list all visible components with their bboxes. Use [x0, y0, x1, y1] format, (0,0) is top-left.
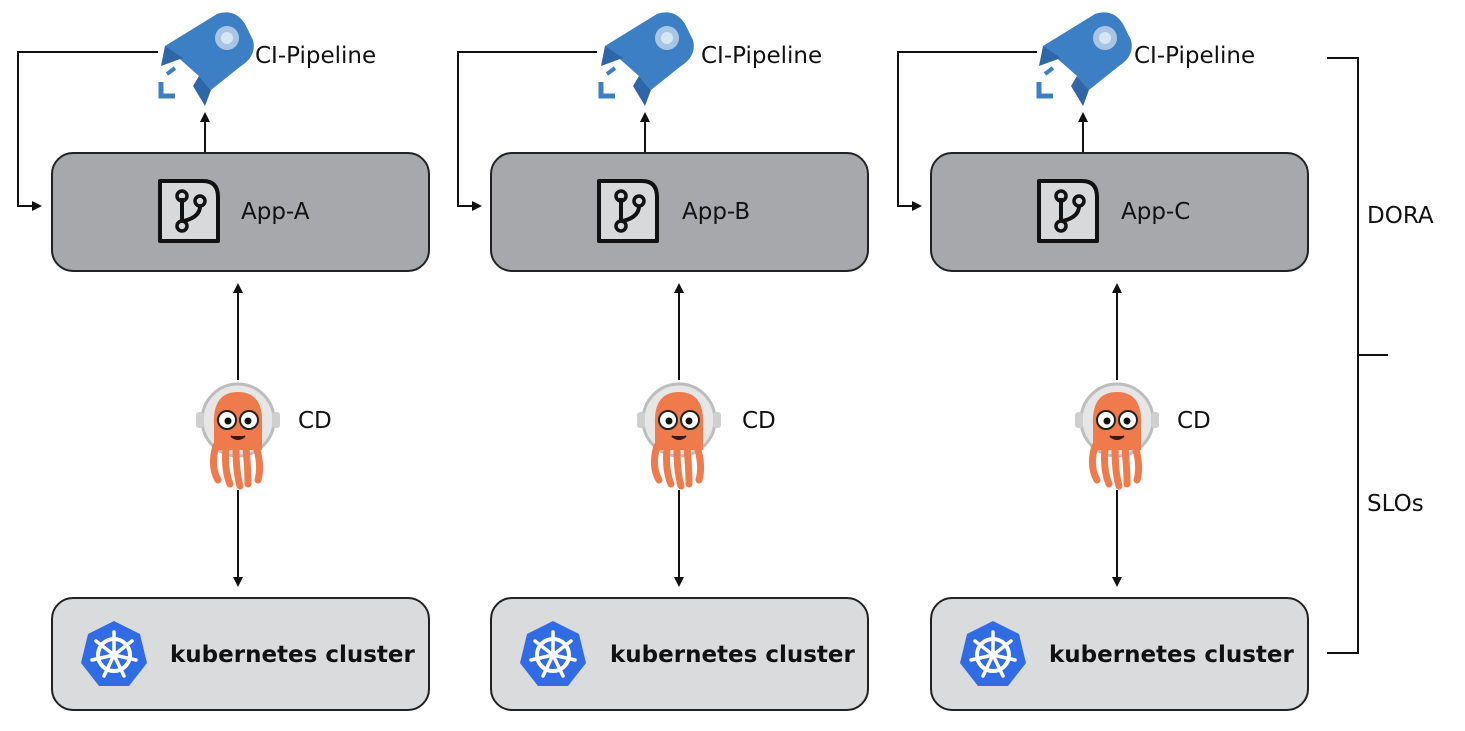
app-label-a: App-A — [241, 199, 310, 225]
kubernetes-helm-icon — [958, 619, 1028, 688]
rocket-icon — [601, 12, 694, 106]
argo-octopus-icon — [637, 384, 721, 486]
app-label-b: App-B — [682, 199, 751, 225]
app-label-c: App-C — [1121, 199, 1191, 225]
dora-slo-bracket — [1327, 57, 1388, 654]
git-branch-icon — [1037, 179, 1099, 243]
connectors-b — [457, 51, 684, 587]
ci-pipeline-label-b: CI-Pipeline — [701, 43, 823, 69]
argo-octopus-icon — [1075, 384, 1159, 486]
dora-label: DORA — [1367, 203, 1434, 229]
ci-pipeline-label-a: CI-Pipeline — [255, 43, 377, 69]
cd-label-a: CD — [298, 408, 332, 434]
cluster-label-b: kubernetes cluster — [610, 642, 855, 668]
ci-pipeline-label-c: CI-Pipeline — [1134, 43, 1256, 69]
argo-octopus-icon — [196, 384, 280, 486]
kubernetes-helm-icon — [79, 619, 149, 688]
connectors-c — [897, 51, 1122, 587]
cluster-box-c — [930, 597, 1309, 711]
app-box-c — [930, 152, 1309, 272]
cluster-label-c: kubernetes cluster — [1049, 642, 1294, 668]
app-box-b — [490, 152, 869, 272]
kubernetes-helm-icon — [518, 619, 588, 688]
rocket-icon — [1039, 12, 1132, 106]
connectors-a — [17, 51, 243, 587]
cd-label-c: CD — [1177, 408, 1211, 434]
cluster-label-a: kubernetes cluster — [170, 642, 415, 668]
git-branch-icon — [597, 179, 659, 243]
rocket-icon — [161, 12, 254, 106]
app-box-a — [51, 152, 430, 272]
cd-label-b: CD — [742, 408, 776, 434]
slos-label: SLOs — [1367, 491, 1424, 517]
git-branch-icon — [158, 179, 220, 243]
